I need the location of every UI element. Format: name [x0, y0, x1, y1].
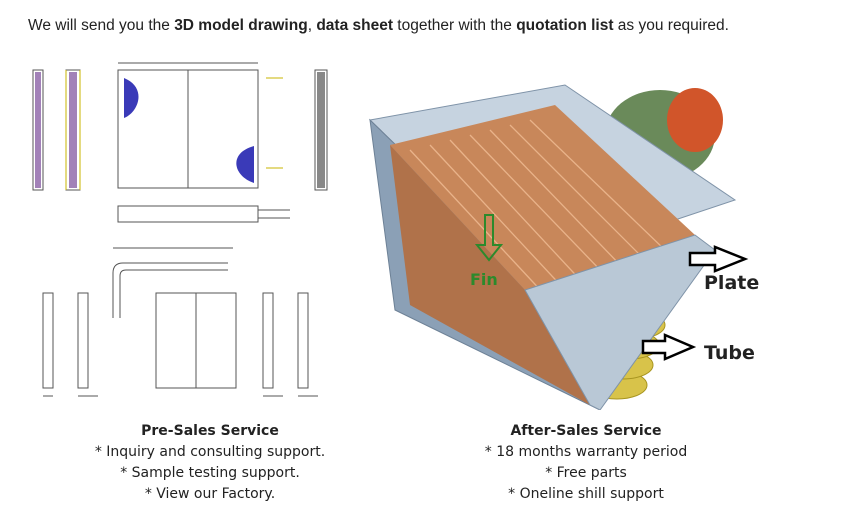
pre-sales-item: * Inquiry and consulting support. — [94, 444, 326, 460]
pre-sales-title: Pre-Sales Service — [141, 423, 279, 439]
tube-label: Tube — [704, 342, 755, 364]
after-sales-item: * Free parts — [545, 465, 627, 481]
heat-exchanger-render — [368, 84, 749, 410]
technical-drawing — [32, 62, 328, 397]
pre-sales-section: Pre-Sales Service * Inquiry and consulti… — [70, 421, 350, 505]
pre-sales-item: * View our Factory. — [144, 486, 276, 502]
intro-text: We will send you the 3D model drawing, d… — [28, 17, 729, 34]
after-sales-item: * Oneline shill support — [508, 486, 664, 502]
after-sales-item: * 18 months warranty period — [484, 444, 688, 460]
pre-sales-item: * Sample testing support. — [120, 465, 300, 481]
fin-label: Fin — [470, 270, 498, 289]
after-sales-section: After-Sales Service * 18 months warranty… — [446, 421, 726, 505]
plate-label: Plate — [704, 272, 760, 294]
after-sales-title: After-Sales Service — [510, 423, 662, 439]
